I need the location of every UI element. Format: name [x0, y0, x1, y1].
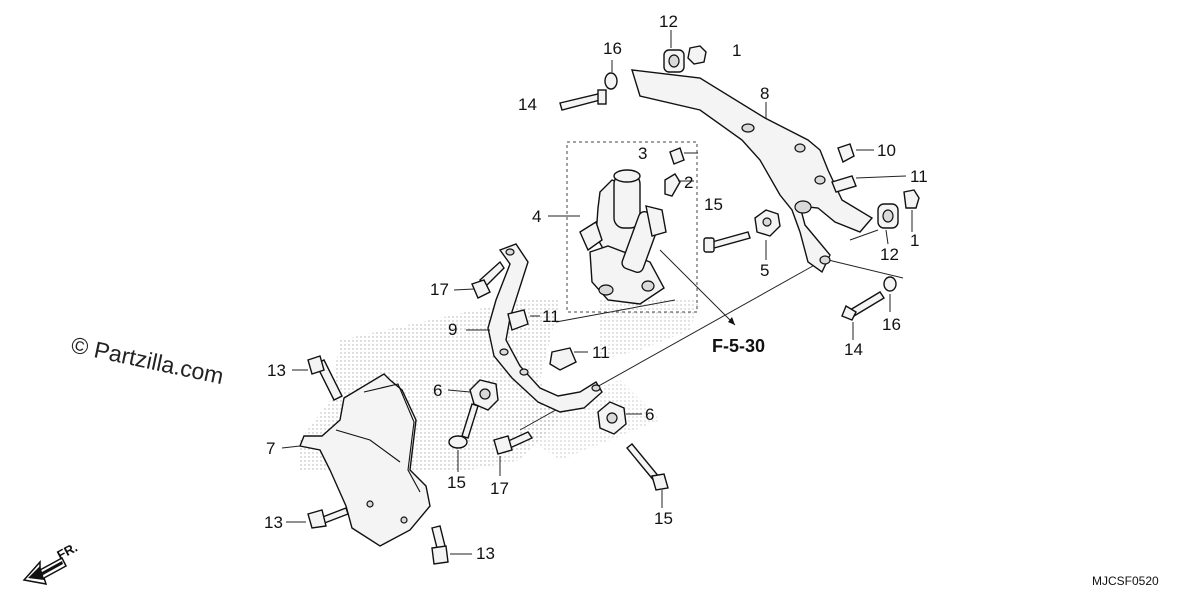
- diagram-code: MJCSF0520: [1092, 574, 1159, 588]
- bolt-part-14-right: [841, 291, 885, 321]
- callout-16-right: 16: [882, 315, 901, 334]
- callout-2: 2: [684, 173, 693, 192]
- callout-13-upper: 13: [267, 361, 286, 380]
- callout-15-upper: 15: [704, 195, 723, 214]
- collar-part-11-right: [831, 175, 857, 193]
- callout-11-right: 11: [910, 167, 928, 186]
- bolt-part-15-right: [626, 443, 669, 491]
- front-arrow-label: FR.: [54, 540, 80, 563]
- leader-line: [885, 229, 889, 245]
- reference-arrowhead: [728, 317, 735, 325]
- bolt-part-13-upper: [307, 355, 343, 401]
- callout-12-top: 12: [659, 12, 678, 31]
- callout-7: 7: [266, 439, 275, 458]
- callout-1-top: 1: [732, 41, 741, 60]
- callout-11-mid: 11: [542, 307, 560, 326]
- leader-line: [453, 288, 475, 291]
- mount-rubber-part-6-left: [469, 379, 499, 411]
- air-injection-valve-part-4: [579, 169, 667, 305]
- cover-part-7: [299, 373, 431, 547]
- callout-17-upper: 17: [430, 280, 449, 299]
- callout-15-left: 15: [447, 473, 466, 492]
- callout-14-right: 14: [844, 340, 863, 359]
- upper-bracket-part-8: [631, 69, 874, 274]
- bolt-part-13-lower-left: [307, 507, 349, 529]
- bolt-part-13-bottom: [431, 525, 449, 565]
- leader-line: [447, 389, 471, 393]
- screw-part-3: [669, 147, 685, 165]
- collar-part-1-right: [903, 189, 920, 209]
- reference-label: F-5-30: [712, 336, 765, 356]
- damper-rubber-part-12-top: [663, 49, 685, 73]
- callout-13-bottom: 13: [476, 544, 495, 563]
- assembly-line: [819, 257, 904, 279]
- callout-8: 8: [760, 84, 769, 103]
- assembly-line: [849, 229, 879, 241]
- collar-part-11-mid: [507, 309, 529, 331]
- front-arrow-icon: [22, 556, 67, 585]
- callout-10: 10: [877, 141, 896, 160]
- collar-part-1-top: [687, 45, 707, 65]
- bolt-part-14-top: [559, 89, 607, 111]
- callout-6-right: 6: [645, 405, 654, 424]
- callout-13-lower-left: 13: [264, 513, 283, 532]
- leader-line: [855, 175, 907, 179]
- bolt-part-15-upper: [703, 231, 751, 253]
- mount-rubber-part-5: [754, 209, 781, 237]
- reference-leader: [659, 249, 736, 326]
- callout-9: 9: [448, 320, 457, 339]
- bolt-part-15-left: [448, 403, 479, 449]
- watermark-text: © Partzilla.com: [69, 331, 226, 389]
- callout-14-top: 14: [518, 95, 537, 114]
- callout-17-lower: 17: [490, 479, 509, 498]
- damper-rubber-part-12-right: [877, 203, 899, 229]
- washer-part-16-top: [604, 72, 618, 90]
- grommet-part-10: [837, 143, 855, 164]
- callout-4: 4: [532, 207, 541, 226]
- bolt-part-17-lower: [493, 431, 534, 455]
- mount-rubber-part-6-right: [597, 401, 627, 435]
- stipple-shadow-area-2: [600, 300, 700, 360]
- callout-6-left: 6: [433, 381, 442, 400]
- washer-part-16-right: [883, 276, 897, 292]
- callout-11-lower: 11: [592, 343, 610, 362]
- callout-3: 3: [638, 144, 647, 163]
- callout-15-right: 15: [654, 509, 673, 528]
- callout-5: 5: [760, 261, 769, 280]
- joint-part-2: [664, 173, 681, 197]
- collar-part-11-lower: [549, 347, 577, 371]
- assembly-line: [555, 299, 676, 323]
- leader-line: [281, 445, 301, 449]
- bolt-part-17-upper: [471, 260, 505, 299]
- callout-1-right: 1: [910, 231, 919, 250]
- callout-16-top: 16: [603, 39, 622, 58]
- callout-12-right: 12: [880, 245, 899, 264]
- stipple-shadow-area-3: [500, 380, 660, 460]
